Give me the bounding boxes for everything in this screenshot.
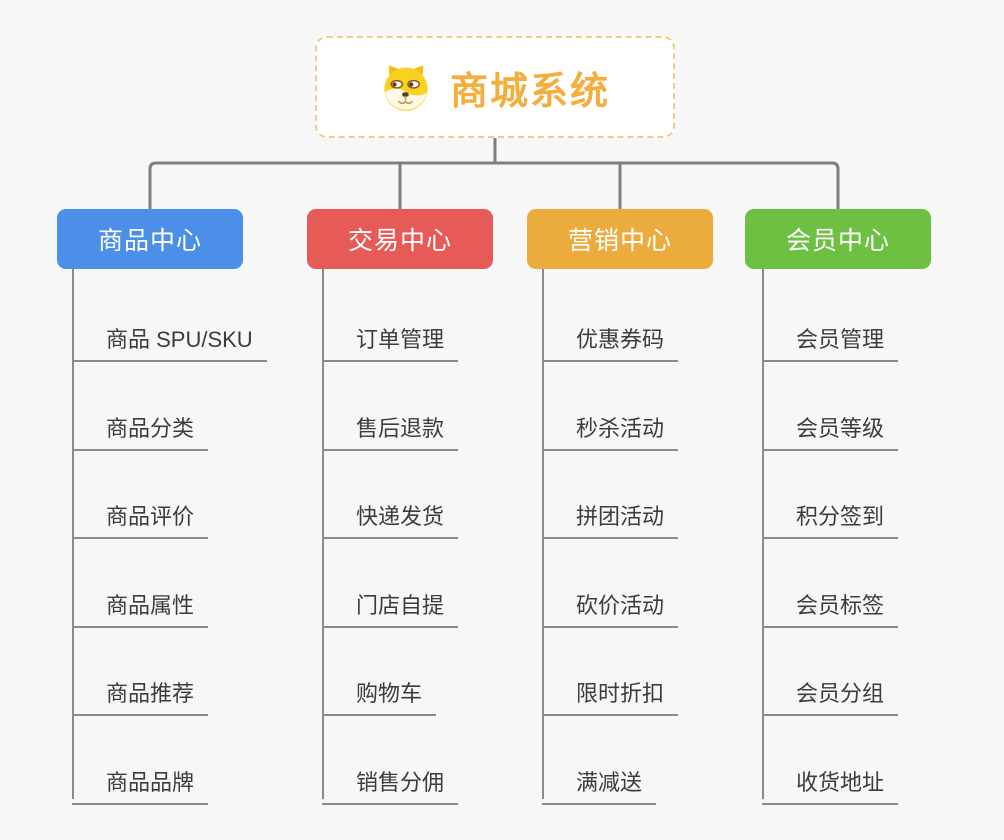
leaf-node[interactable]: 商品品牌 [72,761,209,805]
root-node-mall-system[interactable]: 商城系统 [315,36,675,138]
leaf-node[interactable]: 门店自提 [322,584,459,628]
trunk-line-marketing-center [542,269,544,799]
branch-label: 交易中心 [347,227,452,255]
leaf-node[interactable]: 购物车 [322,672,437,716]
leaf-node[interactable]: 售后退款 [322,407,459,451]
leaf-node[interactable]: 销售分佣 [322,761,459,805]
branch-node-product-center[interactable]: 商品中心 [57,209,243,269]
trunk-line-member-center [762,269,764,799]
leaf-node[interactable]: 商品推荐 [72,672,209,716]
branch-label: 会员中心 [785,227,890,255]
branch-label: 营销中心 [567,227,672,255]
branch-node-member-center[interactable]: 会员中心 [745,209,931,269]
root-node-title: 商城系统 [449,70,610,113]
leaf-node[interactable]: 快递发货 [322,495,459,539]
leaf-node[interactable]: 收货地址 [762,761,899,805]
leaf-node[interactable]: 积分签到 [762,495,899,539]
leaf-node[interactable]: 商品分类 [72,407,209,451]
leaf-node[interactable]: 限时折扣 [542,672,679,716]
branch-bar-line [148,161,840,210]
leaf-node[interactable]: 商品评价 [72,495,209,539]
doge-face-icon [384,65,428,111]
leaf-node[interactable]: 商品 SPU/SKU [72,318,267,362]
leaf-node[interactable]: 会员标签 [762,584,899,628]
leaf-node[interactable]: 满减送 [542,761,657,805]
leaf-node[interactable]: 会员等级 [762,407,899,451]
leaf-node[interactable]: 会员管理 [762,318,899,362]
leaf-node[interactable]: 拼团活动 [542,495,679,539]
branch-node-trade-center[interactable]: 交易中心 [307,209,493,269]
leaf-node[interactable]: 优惠券码 [542,318,679,362]
leaf-node[interactable]: 订单管理 [322,318,459,362]
leaf-node[interactable]: 商品属性 [72,584,209,628]
leaf-node[interactable]: 会员分组 [762,672,899,716]
trunk-line-product-center [72,269,74,799]
branch-node-marketing-center[interactable]: 营销中心 [527,209,713,269]
leaf-node[interactable]: 秒杀活动 [542,407,679,451]
leaf-node[interactable]: 砍价活动 [542,584,679,628]
trunk-line-trade-center [322,269,324,799]
branch-label: 商品中心 [97,227,202,255]
